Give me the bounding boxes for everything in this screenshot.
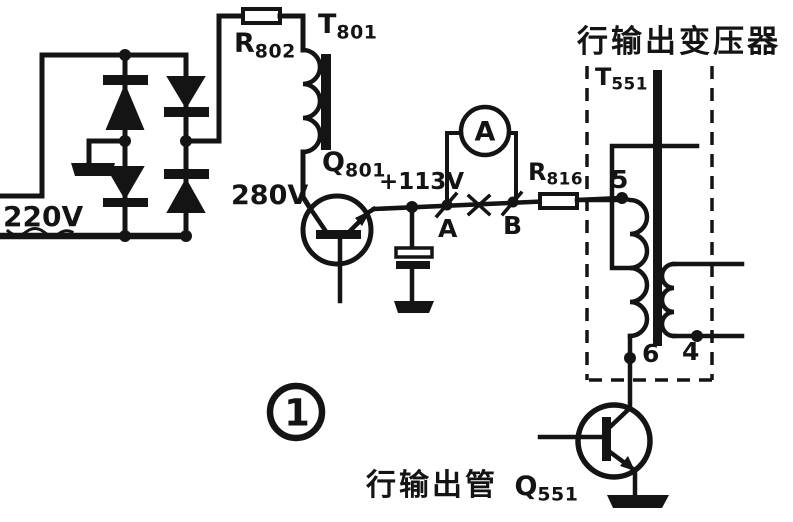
diode-right-top — [164, 76, 209, 117]
caption-horizontal-output-transistor: 行输出管 Q551 — [366, 468, 579, 506]
cap-plate-top — [394, 246, 434, 259]
test-point-b-dot — [507, 196, 519, 208]
cap-plate-bottom — [396, 261, 430, 269]
transformer-t801-symbol — [300, 47, 331, 212]
secondary-coil — [659, 261, 677, 339]
capacitor-symbol — [394, 204, 434, 313]
junction-dot — [180, 135, 192, 147]
figure-number: 1 — [284, 391, 310, 435]
junction-dot — [119, 49, 131, 61]
label-q551: Q551 — [514, 471, 579, 506]
label-t551: T551 — [595, 63, 648, 94]
wire — [0, 52, 189, 199]
collector-lead — [306, 204, 331, 237]
resistor-r816-symbol — [538, 192, 625, 210]
label-q801: Q801 — [322, 147, 386, 182]
label-test-point-a: A — [438, 214, 458, 243]
wire — [507, 131, 518, 204]
figure-number-circle — [266, 382, 326, 442]
resistor-r802-symbol — [241, 7, 306, 53]
dashed-enclosure — [585, 66, 714, 382]
primary-coil — [619, 195, 650, 339]
pin6-dot — [624, 352, 636, 364]
label-pin4: 4 — [682, 337, 700, 366]
title-flyback-transformer: 行输出变压器 — [577, 24, 781, 60]
ground-symbol — [394, 301, 434, 313]
emitter-arrow — [620, 456, 635, 471]
core-bar — [653, 70, 662, 346]
junction-dot — [180, 230, 192, 242]
pin4-dot — [691, 330, 703, 342]
junction-dots-bridge — [119, 49, 192, 242]
label-test-point-b: B — [503, 211, 523, 240]
diode-left-bottom — [103, 166, 148, 207]
label-pin6: 6 — [642, 339, 660, 368]
base-bar — [602, 417, 611, 461]
test-point-a-dot — [441, 199, 453, 211]
label-t801: T801 — [318, 9, 378, 44]
emitter-arrow — [355, 210, 371, 226]
wire — [300, 149, 314, 212]
label-113v: +113V — [379, 169, 465, 195]
coil — [300, 47, 323, 155]
underline-squiggle — [5, 227, 75, 238]
collector-lead — [607, 404, 634, 430]
transformer-t551-symbol — [585, 66, 745, 411]
transistor-q551-symbol — [537, 402, 669, 508]
diode-right-bottom — [164, 169, 209, 213]
label-r802: R802 — [234, 28, 296, 63]
label-pin5: 5 — [611, 165, 629, 194]
pin5-dot — [616, 192, 628, 204]
transistor-q801-symbol — [300, 193, 378, 304]
junction-dot — [119, 230, 131, 242]
wire — [183, 13, 246, 144]
ammeter-symbol — [445, 104, 518, 206]
cut-mark-x — [466, 193, 492, 217]
label-ac-input: 220V — [3, 200, 84, 233]
label-r816: R816 — [528, 158, 584, 189]
core-bar — [321, 54, 331, 150]
junction-dot — [119, 135, 131, 147]
wire — [277, 13, 306, 53]
base-bar — [316, 230, 361, 239]
ground-symbol — [607, 495, 669, 508]
wire — [445, 131, 463, 206]
bridge-diodes — [103, 75, 209, 213]
wire — [86, 138, 128, 165]
wire-top-link — [609, 143, 700, 271]
ammeter-label: A — [474, 116, 496, 148]
diode-left-top — [103, 75, 148, 130]
label-280v: 280V — [231, 180, 309, 211]
ground-symbol — [71, 163, 115, 176]
